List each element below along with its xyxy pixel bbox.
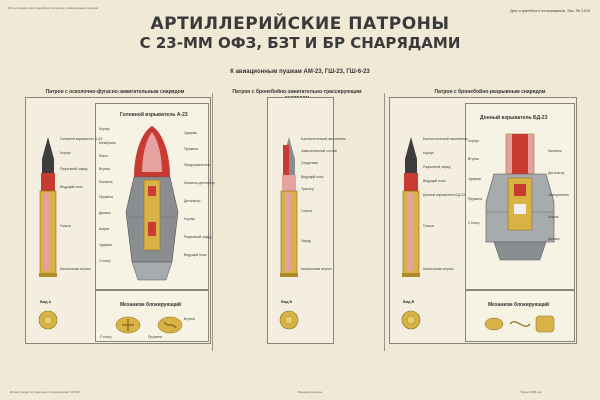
footer-right: Тираж 2000 экз. [520, 389, 543, 394]
label: Пружина [148, 335, 162, 339]
label: Зажигательный состав [301, 149, 337, 153]
poster-subtitle: К авиационным пушкам АМ-23, ГШ-23, ГШ-6-… [230, 69, 370, 75]
label: Разрывной заряд [423, 165, 451, 169]
label: Разрывной заряд [60, 167, 88, 171]
panel3-primer-view [401, 310, 421, 330]
header-left-text: Иллюстрации артиллерийских патронов к ав… [8, 6, 98, 10]
label: Втулка [99, 167, 110, 171]
label: Корпус [184, 217, 195, 221]
label: Жало [99, 154, 108, 158]
panel3-case-charge [407, 193, 413, 271]
panel1-case-rim [39, 273, 57, 277]
footer-center: Издание военное [297, 389, 323, 394]
label: Предохранитель [184, 163, 211, 167]
panel2-cartridge [280, 137, 298, 277]
panel3-case-rim [402, 273, 420, 277]
panel3-mech-frame [465, 290, 575, 342]
panel3-cartridge [402, 137, 420, 277]
label: Стопор [468, 221, 480, 225]
label: Пружина [99, 195, 113, 199]
panel1-cartridge [39, 137, 57, 277]
label: Капсюль-детонатор [184, 181, 215, 185]
label: Ведущий пояс [184, 253, 207, 257]
label: Донный взрыватель БД-23 [423, 193, 465, 197]
panel3-view-label: Вид В [403, 300, 415, 304]
label: Шарик [99, 227, 110, 231]
panel1-mechanism [115, 316, 183, 334]
panel3-fuze-cutaway [485, 133, 555, 261]
label: Детонатор [548, 171, 565, 175]
label: Капсюль [548, 149, 562, 153]
label: Ударник [468, 177, 481, 181]
panel1-fuze-cutaway [125, 126, 179, 281]
panel3-projectile-body [404, 173, 418, 191]
label: Баллистический наконечник [301, 137, 346, 141]
label: Пружина [468, 197, 482, 201]
label: Гильза [301, 209, 312, 213]
panel1-case-charge [44, 193, 50, 271]
header-right-text: Для служебного пользования. Экз. № 2103 [510, 8, 590, 13]
panel1-projectile-body [41, 173, 55, 191]
label: Движок [99, 211, 111, 215]
label: Мембрана [99, 141, 116, 145]
panel2-case-rim [280, 273, 298, 277]
label: Пружина [184, 147, 198, 151]
column-divider [212, 93, 213, 351]
label: Детонатор [184, 199, 201, 203]
label: Гильза [60, 224, 71, 228]
poster-title-line1: АРТИЛЛЕРИЙСКИЕ ПАТРОНЫ [150, 14, 450, 34]
label: Головной взрыватель А-23 [60, 137, 103, 141]
panel1-view-label: Вид А [40, 300, 52, 304]
panel2-view-label: Вид Б [281, 300, 293, 304]
column-divider [384, 93, 385, 351]
label: Ведущий пояс [423, 179, 446, 183]
label: Ударник [99, 243, 112, 247]
label: Баллистический наконечник [423, 137, 468, 141]
label: Стопор [100, 335, 112, 339]
label: Трассер [301, 187, 314, 191]
label: Стопор [99, 259, 111, 263]
label: Шарик [548, 215, 559, 219]
panel2-projectile-body [282, 175, 296, 191]
label: Корпус [60, 151, 71, 155]
panel2-primer-view [279, 310, 299, 330]
label: Капсюльная втулка [301, 267, 332, 271]
panel1-primer-view [38, 310, 58, 330]
label: Капсюльная втулка [60, 267, 91, 271]
poster-title-line2: С 23-ММ ОФЗ, БЗТ И БР СНАРЯДАМИ [139, 34, 461, 52]
footer-left: Иллюстрации составлены по материалам ГАУ… [10, 389, 81, 394]
panel2-frame [267, 97, 334, 344]
label: Втулка [468, 157, 479, 161]
panel3-mechanism [484, 315, 555, 333]
panel1-mech-frame [95, 290, 209, 342]
panel1-fuze-heading: Головной взрыватель А-23 [120, 112, 188, 118]
label: Корпус [99, 127, 110, 131]
panel3-mechanism-heading: Механизм блокирующий [488, 302, 550, 308]
label: Корпус [468, 139, 479, 143]
label: Капсюль [99, 180, 113, 184]
panel2-case-charge [285, 193, 291, 271]
label: Капсюльная втулка [423, 267, 454, 271]
label: Заряд [301, 239, 311, 243]
label: Движок [548, 237, 560, 241]
panel1-heading: Патрон с осколочно-фугасно-зажигательным… [45, 89, 185, 95]
label: Корпус [423, 151, 434, 155]
label: Ведущий пояс [60, 185, 83, 189]
label: Ударник [184, 131, 197, 135]
label: Ведущий пояс [301, 175, 324, 179]
label: Разрывной заряд [184, 235, 212, 239]
label: Замедлитель [548, 193, 569, 197]
panel1-mechanism-heading: Механизм блокирующий [120, 302, 182, 308]
label: Гильза [423, 224, 434, 228]
panel3-heading: Патрон с бронебойно-разрывным снарядом [434, 89, 546, 95]
label: Сердечник [301, 161, 318, 165]
label: Втулка [184, 317, 195, 321]
panel3-fuze-heading: Донный взрыватель БД-23 [480, 115, 548, 121]
